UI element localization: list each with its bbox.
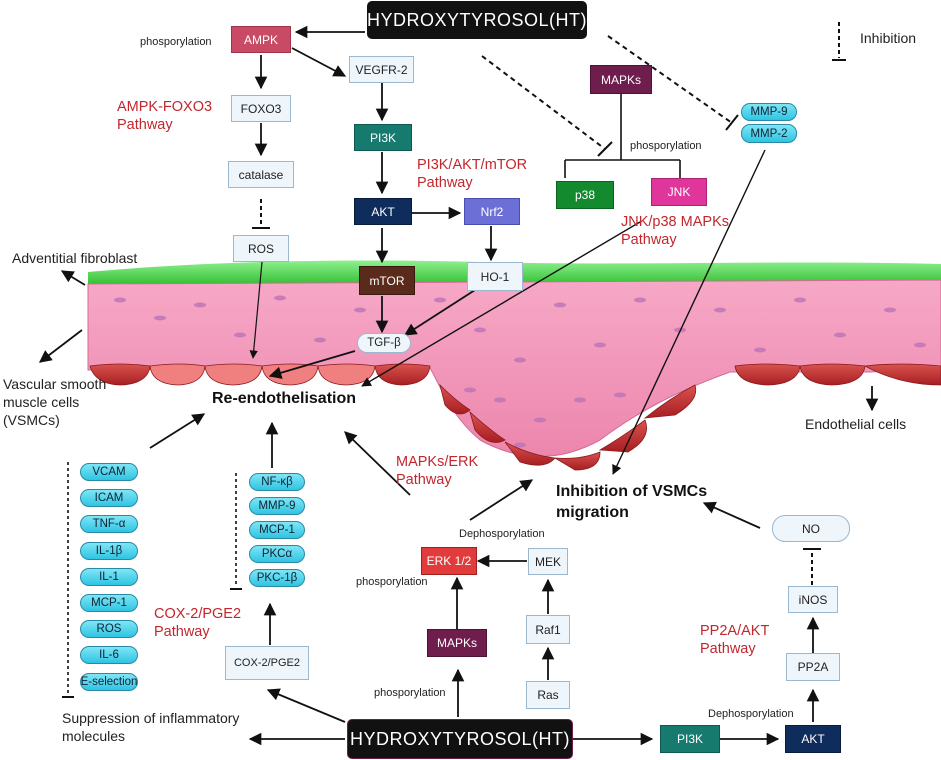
nrf2-node: Nrf2	[464, 198, 520, 225]
endothelial-layer	[89, 363, 941, 471]
inflammatory_list-item: IL-1	[80, 567, 138, 586]
inflammatory_list-item: E-selection	[80, 672, 138, 691]
inflammatory_list-item: MCP-1	[80, 594, 138, 612]
arrows	[38, 25, 879, 746]
mapks-bottom-node: MAPKs	[427, 629, 487, 657]
outcome-inhibition-vsmc: Inhibition of VSMCs migration	[556, 483, 708, 521]
raf1-node: Raf1	[526, 615, 570, 644]
ampk-node: AMPK	[231, 26, 291, 53]
tgfb-node: TGF-β	[357, 333, 411, 353]
hydroxytyrosol-top: HYDROXYTYROSOL(HT)	[367, 1, 587, 39]
inos-node: iNOS	[788, 586, 838, 613]
mek-node: MEK	[528, 548, 568, 575]
mmp2-top-node: MMP-2	[741, 124, 797, 143]
inflammatory_list-item: IL-6	[80, 646, 138, 665]
legend-inhibition: Inhibition	[860, 30, 917, 46]
pi3k-top-node: PI3K	[354, 124, 412, 151]
pp2a-node: PP2A	[786, 653, 840, 681]
hydroxytyrosol-bottom: HYDROXYTYROSOL(HT)	[347, 719, 573, 759]
pi3k-bottom-node: PI3K	[660, 725, 720, 753]
outcome-suppression: Suppression of inflammatory molecules	[62, 710, 240, 744]
erk-node: ERK 1/2	[421, 547, 477, 575]
outcome-re-endothelisation: Re-endothelisation	[212, 390, 357, 407]
label-vsmc: Vascular smooth muscle cells (VSMCs)	[3, 376, 107, 428]
pathway-jnk-p38: JNK/p38 MAPKs Pathway	[621, 214, 729, 248]
cox_list-item: PKCα	[249, 545, 305, 563]
cox_list-item: MMP-9	[249, 497, 305, 515]
phos-mapks-label: phosporylation	[630, 140, 702, 152]
inflammatory_list-item: TNF-α	[80, 515, 138, 534]
ras-node: Ras	[526, 681, 570, 709]
cox_list-item: MCP-1	[249, 521, 305, 539]
p38-node: p38	[556, 181, 614, 209]
catalase-node: catalase	[228, 161, 294, 188]
pathway-ampk-foxo3: AMPK-FOXO3 Pathway	[117, 99, 213, 133]
vegfr2-node: VEGFR-2	[349, 56, 414, 83]
dephos-mek-label: Dephosporylation	[459, 528, 545, 540]
akt-top-node: AKT	[354, 198, 412, 225]
inflammatory_list-item: IL-1β	[80, 541, 138, 560]
pathway-mapks-erk: MAPKs/ERK Pathway	[396, 454, 479, 488]
phos-erk-label: phosporylation	[356, 576, 428, 588]
ho1-node: HO-1	[467, 262, 523, 291]
label-endothelial-cells: Endothelial cells	[805, 416, 907, 432]
foxo3-node: FOXO3	[231, 95, 291, 122]
pathway-pp2a-akt: PP2A/AKT Pathway	[700, 623, 770, 657]
akt-bottom-node: AKT	[785, 725, 841, 753]
inflammatory_list-item: VCAM	[80, 463, 138, 481]
mapks-tree	[564, 94, 681, 178]
pathway-cox2-pge2: COX-2/PGE2 Pathway	[154, 606, 242, 640]
cox_list-item: NF-κβ	[249, 473, 305, 491]
inflammatory_list-item: ROS	[80, 620, 138, 639]
cox_list-item: PKC-1β	[249, 569, 305, 587]
vsmc-layer	[87, 279, 941, 457]
dephos-akt-label: Dephosporylation	[708, 708, 794, 720]
inflammatory_list-item: ICAM	[80, 489, 138, 508]
no-node: NO	[772, 515, 850, 542]
mapks-top-node: MAPKs	[590, 65, 652, 94]
phos-bottom-label: phosporylation	[374, 687, 446, 699]
phos-ampk-label: phosporylation	[140, 36, 212, 48]
label-adventitial-fibroblast: Adventitial fibroblast	[12, 250, 138, 266]
mmp9-top-node: MMP-9	[741, 103, 797, 121]
cox2-node: COX-2/PGE2	[225, 646, 309, 680]
mtor-node: mTOR	[359, 266, 415, 295]
jnk-node: JNK	[651, 178, 707, 206]
pathway-pi3k-akt-mtor: PI3K/AKT/mTOR Pathway	[417, 157, 528, 191]
inhibition-lines	[62, 22, 846, 698]
ros-node: ROS	[233, 235, 289, 262]
